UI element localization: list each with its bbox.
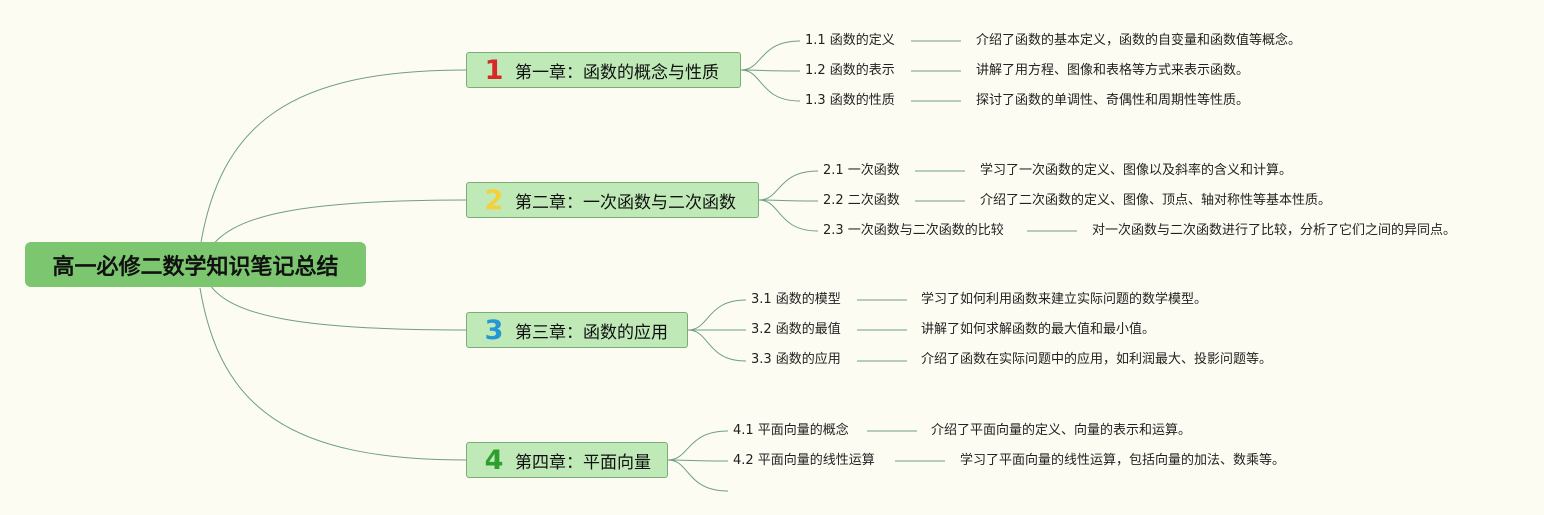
section-2-3-label[interactable]: 2.3 一次函数与二次函数的比较 bbox=[823, 223, 1004, 238]
section-1-3-label[interactable]: 1.3 函数的性质 bbox=[805, 93, 895, 108]
chapter-1-topic[interactable]: 1 第一章：函数的概念与性质 bbox=[466, 52, 741, 88]
chapter-3-section-1-connector bbox=[687, 299, 747, 331]
section-3-3-description[interactable]: 介绍了函数在实际问题中的应用，如利润最大、投影问题等。 bbox=[921, 352, 1273, 367]
chapter-1-section-2-connector bbox=[740, 69, 801, 72]
root-to-chapter-2-connector bbox=[207, 199, 467, 253]
section-4-2-label[interactable]: 4.2 平面向量的线性运算 bbox=[733, 453, 875, 468]
chapter-1-section-1-connector bbox=[740, 40, 801, 71]
chapter-4-title: 第四章：平面向量 bbox=[515, 452, 651, 473]
section-4-1-label[interactable]: 4.1 平面向量的概念 bbox=[733, 423, 849, 438]
section-1-2-label[interactable]: 1.2 函数的表示 bbox=[805, 63, 895, 78]
root-to-chapter-4-connector bbox=[199, 287, 467, 461]
chapter-4-section-2-connector bbox=[667, 459, 729, 462]
section-2-2-label[interactable]: 2.2 二次函数 bbox=[823, 193, 900, 208]
section-2-1-description[interactable]: 学习了一次函数的定义、图像以及斜率的含义和计算。 bbox=[980, 163, 1293, 178]
chapter-number-3-icon: 3 bbox=[484, 314, 504, 346]
chapter-4-section-1-connector bbox=[667, 430, 729, 461]
section-1-1-label[interactable]: 1.1 函数的定义 bbox=[805, 33, 895, 48]
section-4-1-description[interactable]: 介绍了平面向量的定义、向量的表示和运算。 bbox=[931, 423, 1192, 438]
section-1-2-description[interactable]: 讲解了用方程、图像和表格等方式来表示函数。 bbox=[976, 63, 1250, 78]
section-4-2-description[interactable]: 学习了平面向量的线性运算，包括向量的加法、数乘等。 bbox=[960, 453, 1286, 468]
section-3-2-description[interactable]: 讲解了如何求解函数的最大值和最小值。 bbox=[921, 322, 1156, 337]
chapter-4-topic[interactable]: 4 第四章：平面向量 bbox=[466, 442, 668, 478]
section-2-2-description[interactable]: 介绍了二次函数的定义、图像、顶点、轴对称性等基本性质。 bbox=[980, 193, 1332, 208]
section-3-1-label[interactable]: 3.1 函数的模型 bbox=[751, 292, 841, 307]
section-3-1-description[interactable]: 学习了如何利用函数来建立实际问题的数学模型。 bbox=[921, 292, 1208, 307]
chapter-number-1-icon: 1 bbox=[484, 54, 504, 86]
chapter-3-section-3-connector bbox=[687, 329, 747, 362]
chapter-4-section-3-connector bbox=[667, 459, 729, 492]
root-title: 高一必修二数学知识笔记总结 bbox=[52, 254, 339, 280]
chapter-1-section-3-connector bbox=[740, 69, 801, 102]
chapter-2-topic[interactable]: 2 第二章：一次函数与二次函数 bbox=[466, 182, 759, 218]
section-1-3-description[interactable]: 探讨了函数的单调性、奇偶性和周期性等性质。 bbox=[976, 93, 1250, 108]
chapter-2-section-2-connector bbox=[758, 199, 819, 202]
root-topic[interactable]: 高一必修二数学知识笔记总结 bbox=[25, 242, 366, 287]
chapter-3-topic[interactable]: 3 第三章：函数的应用 bbox=[466, 312, 688, 348]
section-2-1-label[interactable]: 2.1 一次函数 bbox=[823, 163, 900, 178]
section-2-3-description[interactable]: 对一次函数与二次函数进行了比较，分析了它们之间的异同点。 bbox=[1092, 223, 1457, 238]
root-to-chapter-1-connector bbox=[199, 69, 467, 249]
chapter-number-2-icon: 2 bbox=[484, 184, 504, 216]
chapter-number-4-icon: 4 bbox=[484, 444, 504, 476]
section-3-3-label[interactable]: 3.3 函数的应用 bbox=[751, 352, 841, 367]
section-1-1-description[interactable]: 介绍了函数的基本定义，函数的自变量和函数值等概念。 bbox=[976, 33, 1302, 48]
root-to-chapter-3-connector bbox=[207, 281, 467, 331]
chapter-3-title: 第三章：函数的应用 bbox=[515, 322, 668, 343]
chapter-2-section-3-connector bbox=[758, 199, 819, 232]
section-3-2-label[interactable]: 3.2 函数的最值 bbox=[751, 322, 841, 337]
chapter-1-title: 第一章：函数的概念与性质 bbox=[515, 62, 719, 83]
chapter-2-title: 第二章：一次函数与二次函数 bbox=[515, 192, 736, 213]
chapter-2-section-1-connector bbox=[758, 170, 819, 201]
